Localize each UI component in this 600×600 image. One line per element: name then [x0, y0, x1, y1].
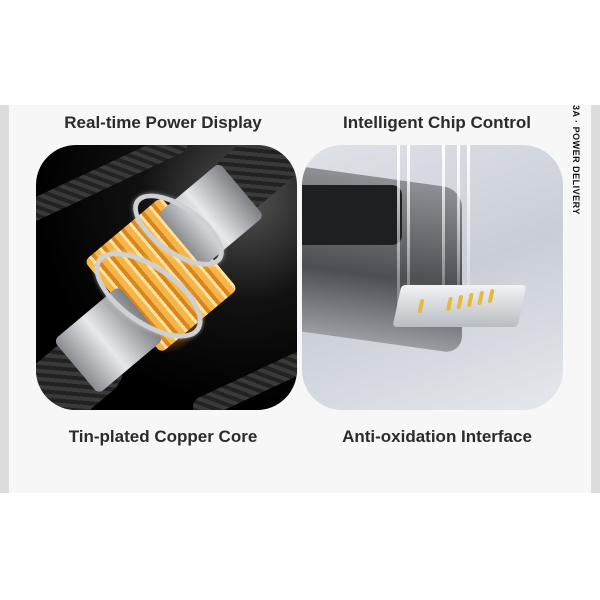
- feature-title-anti-oxidation-interface: Anti-oxidation Interface: [342, 427, 532, 446]
- light-beam: [467, 145, 470, 295]
- light-beam: [457, 145, 460, 305]
- side-label: 3A · POWER DELIVERY: [571, 105, 581, 215]
- braided-cable: [189, 330, 297, 410]
- gold-pin: [466, 293, 474, 307]
- display-screen: [302, 185, 402, 245]
- gold-pin: [445, 297, 453, 311]
- feature-title-tin-plated-copper-core: Tin-plated Copper Core: [68, 427, 258, 446]
- lightning-connector-image: [302, 145, 563, 410]
- light-beam: [397, 145, 400, 315]
- gold-pin: [417, 299, 425, 313]
- copper-core-image: [36, 145, 297, 410]
- gold-pin: [477, 291, 485, 305]
- gold-pin: [487, 289, 495, 303]
- light-beam: [442, 145, 445, 305]
- gold-pin: [456, 295, 464, 309]
- left-gray-band: [0, 105, 9, 493]
- lightning-plug: [392, 285, 527, 327]
- light-beam: [407, 145, 410, 315]
- feature-title-real-time-power-display: Real-time Power Display: [64, 113, 262, 132]
- right-gray-band: [591, 105, 600, 493]
- feature-title-intelligent-chip-control: Intelligent Chip Control: [343, 113, 531, 132]
